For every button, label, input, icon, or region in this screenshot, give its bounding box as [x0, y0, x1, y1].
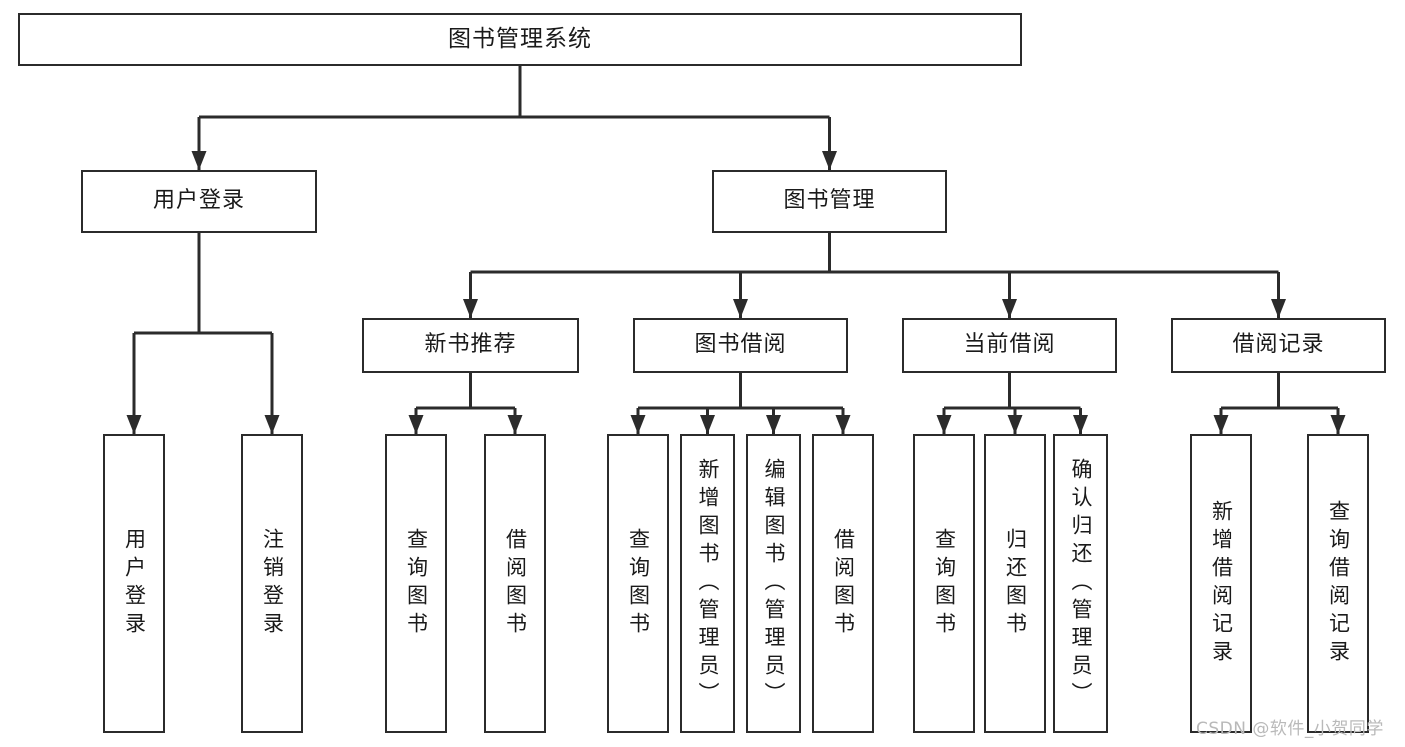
node-label: 用户登录 — [152, 188, 245, 214]
node-root[interactable]: 图书管理系统 — [18, 13, 1022, 66]
node-label: 图书管理系统 — [448, 25, 592, 52]
arrowhead-borrow-icon — [733, 299, 748, 318]
node-label: 图书管理 — [783, 188, 876, 214]
arrowhead-login2-icon — [264, 415, 280, 434]
node-label: 新书推荐 — [424, 332, 517, 358]
node-label: 当前借阅 — [963, 332, 1056, 358]
arrowhead-cu1-icon — [936, 415, 952, 434]
node-login2[interactable]: 注销登录 — [241, 434, 303, 733]
node-label: 查询图书 — [404, 527, 429, 640]
arrowhead-cu3-icon — [1073, 415, 1088, 434]
node-login[interactable]: 用户登录 — [81, 170, 317, 233]
arrowhead-nb1-icon — [408, 415, 424, 434]
arrowhead-br3-icon — [766, 415, 781, 434]
arrowhead-record-icon — [1271, 299, 1286, 318]
node-label: 编辑图书（管理员） — [762, 457, 786, 710]
node-br1[interactable]: 查询图书 — [607, 434, 669, 733]
node-rc1[interactable]: 新增借阅记录 — [1190, 434, 1252, 733]
arrowhead-login1-icon — [126, 415, 142, 434]
node-br2[interactable]: 新增图书（管理员） — [680, 434, 735, 733]
node-br4[interactable]: 借阅图书 — [812, 434, 874, 733]
arrowhead-current-icon — [1002, 299, 1017, 318]
arrowhead-rc1-icon — [1213, 415, 1229, 434]
node-label: 查询图书 — [626, 527, 651, 640]
arrowhead-bookmgmt-icon — [822, 151, 837, 170]
node-label: 图书借阅 — [694, 332, 787, 358]
node-label: 确认归还（管理员） — [1069, 457, 1093, 710]
node-label: 注销登录 — [260, 527, 285, 640]
node-label: 新增图书（管理员） — [696, 457, 720, 710]
arrowhead-login-icon — [191, 151, 207, 170]
arrowhead-nb2-icon — [507, 415, 523, 434]
node-newbook[interactable]: 新书推荐 — [362, 318, 579, 373]
node-login1[interactable]: 用户登录 — [103, 434, 165, 733]
arrowhead-br4-icon — [835, 415, 851, 434]
node-label: 查询借阅记录 — [1326, 499, 1351, 668]
node-br3[interactable]: 编辑图书（管理员） — [746, 434, 801, 733]
node-rc2[interactable]: 查询借阅记录 — [1307, 434, 1369, 733]
arrowhead-cu2-icon — [1007, 415, 1023, 434]
node-label: 借阅记录 — [1232, 332, 1325, 358]
node-label: 借阅图书 — [503, 527, 528, 640]
node-label: 借阅图书 — [831, 527, 856, 640]
node-label: 新增借阅记录 — [1209, 499, 1234, 668]
arrowhead-rc2-icon — [1330, 415, 1346, 434]
node-cu1[interactable]: 查询图书 — [913, 434, 975, 733]
node-bookmgmt[interactable]: 图书管理 — [712, 170, 947, 233]
node-cu3[interactable]: 确认归还（管理员） — [1053, 434, 1108, 733]
node-label: 用户登录 — [122, 527, 147, 640]
node-nb2[interactable]: 借阅图书 — [484, 434, 546, 733]
node-cu2[interactable]: 归还图书 — [984, 434, 1046, 733]
arrowhead-br2-icon — [700, 415, 715, 434]
node-label: 查询图书 — [932, 527, 957, 640]
node-record[interactable]: 借阅记录 — [1171, 318, 1386, 373]
node-current[interactable]: 当前借阅 — [902, 318, 1117, 373]
node-borrow[interactable]: 图书借阅 — [633, 318, 848, 373]
node-label: 归还图书 — [1003, 527, 1028, 640]
node-nb1[interactable]: 查询图书 — [385, 434, 447, 733]
arrowhead-br1-icon — [630, 415, 646, 434]
arrowhead-newbook-icon — [463, 299, 478, 318]
